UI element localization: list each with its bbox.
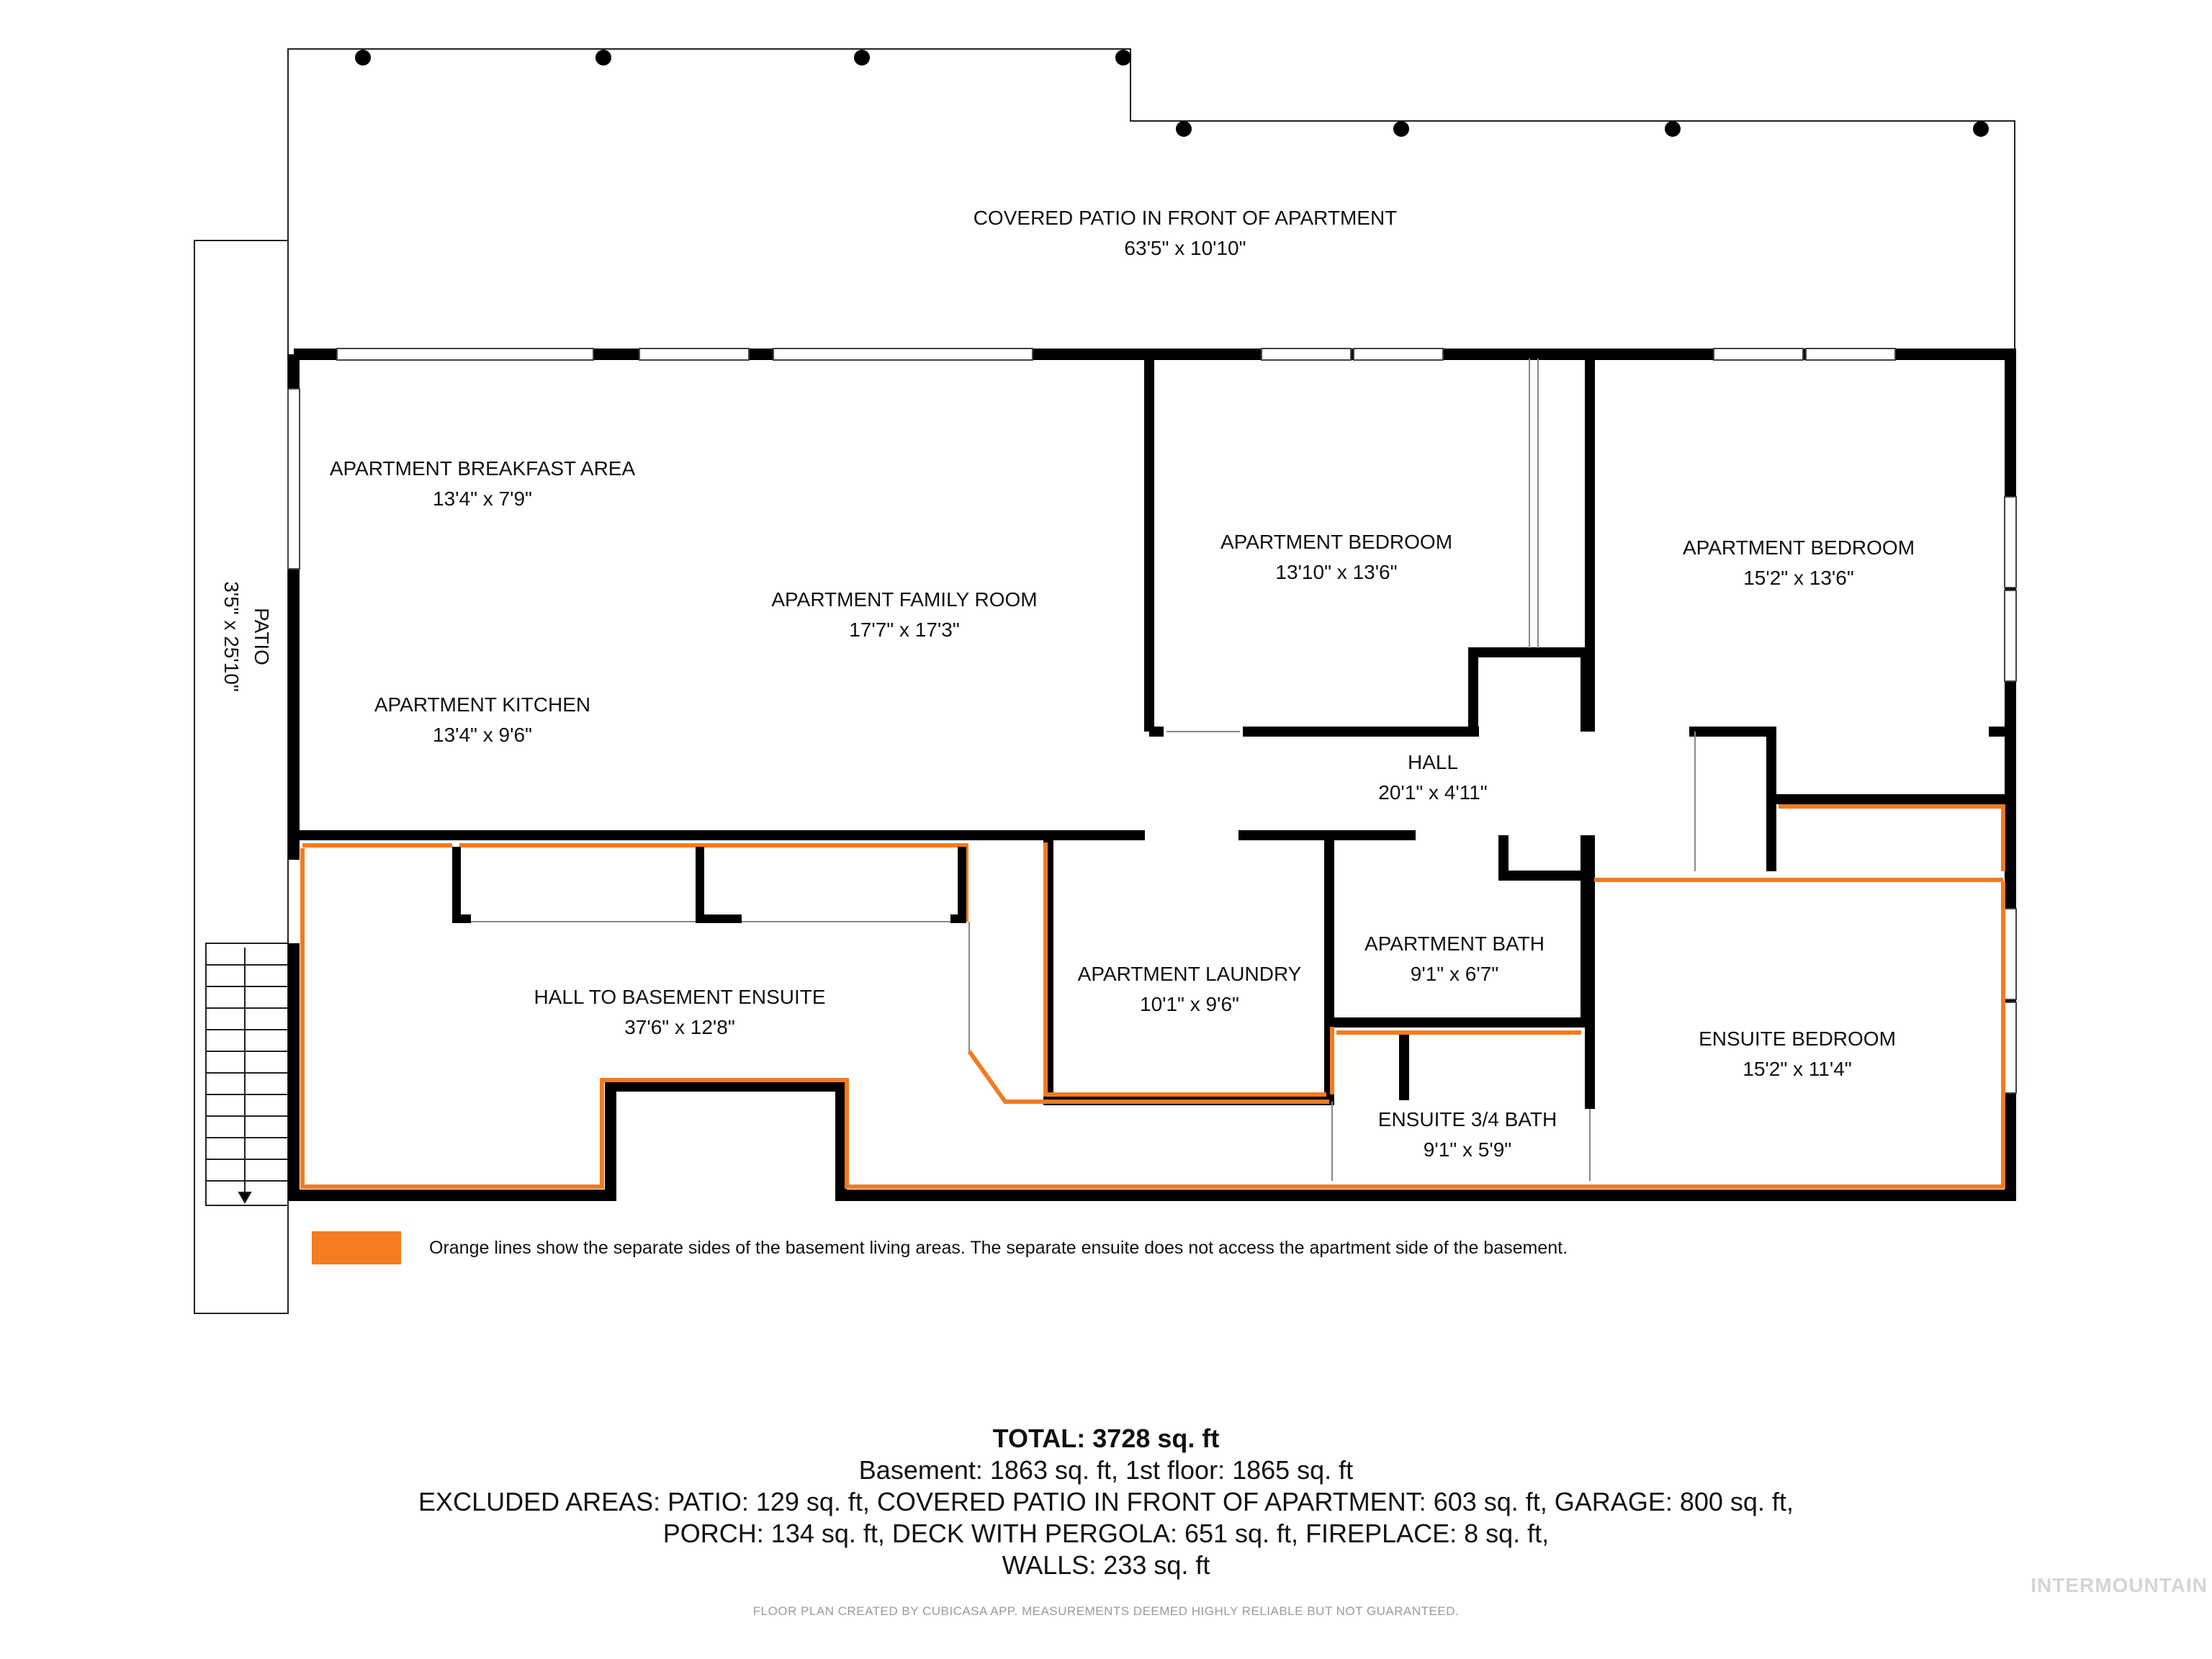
legend-swatch [312, 1231, 401, 1264]
room-kitchen: APARTMENT KITCHEN 13'4" x 9'6" [374, 690, 590, 750]
room-name: HALL TO BASEMENT ENSUITE [534, 986, 826, 1008]
room-name: APARTMENT BEDROOM [1682, 536, 1915, 559]
room-side-patio: PATIO 3'5" x 25'10" [216, 581, 276, 692]
room-dimensions: 15'2" x 11'4" [1743, 1058, 1852, 1080]
room-dimensions: 3'5" x 25'10" [220, 581, 243, 692]
door-openings [471, 359, 1696, 1181]
room-dimensions: 20'1" x 4'11" [1378, 781, 1488, 804]
room-dimensions: 37'6" x 12'8" [624, 1016, 735, 1038]
area-totals: TOTAL: 3728 sq. ft Basement: 1863 sq. ft… [0, 1423, 2212, 1581]
room-bedroom-2: APARTMENT BEDROOM 15'2" x 13'6" [1683, 533, 1915, 593]
room-name: APARTMENT LAUNDRY [1077, 963, 1302, 985]
watermark: INTERMOUNTAIN [2031, 1574, 2208, 1596]
room-name: APARTMENT BATH [1364, 932, 1545, 955]
room-dimensions: 63'5" x 10'10" [1124, 237, 1246, 259]
room-name: APARTMENT KITCHEN [374, 693, 591, 716]
room-ensuite-bath: ENSUITE 3/4 BATH 9'1" x 5'9" [1378, 1105, 1557, 1165]
room-name: APARTMENT BREAKFAST AREA [329, 457, 636, 480]
room-family-room: APARTMENT FAMILY ROOM 17'7" x 17'3" [771, 585, 1037, 645]
totals-line-3: PORCH: 134 sq. ft, DECK WITH PERGOLA: 65… [662, 1519, 1550, 1548]
room-name: ENSUITE BEDROOM [1699, 1028, 1896, 1050]
room-name: PATIO [251, 608, 273, 665]
room-breakfast-area: APARTMENT BREAKFAST AREA 13'4" x 7'9" [330, 454, 635, 514]
room-apartment-bath: APARTMENT BATH 9'1" x 6'7" [1364, 929, 1545, 989]
legend-text: Orange lines show the separate sides of … [429, 1238, 1568, 1258]
room-name: APARTMENT FAMILY ROOM [771, 588, 1038, 611]
windows [287, 348, 2017, 1094]
stairs [205, 943, 289, 1206]
room-dimensions: 13'10" x 13'6" [1275, 561, 1398, 583]
room-hall-basement-ensuite: HALL TO BASEMENT ENSUITE 37'6" x 12'8" [534, 982, 825, 1043]
room-covered-patio: COVERED PATIO IN FRONT OF APARTMENT 63'5… [974, 203, 1398, 264]
room-name: ENSUITE 3/4 BATH [1377, 1108, 1557, 1130]
room-dimensions: 10'1" x 9'6" [1139, 993, 1239, 1015]
side-patio-outline [194, 240, 289, 1314]
footer-disclaimer: FLOOR PLAN CREATED BY CUBICASA APP. MEAS… [752, 1604, 1460, 1618]
room-dimensions: 15'2" x 13'6" [1743, 567, 1854, 589]
room-ensuite-bedroom: ENSUITE BEDROOM 15'2" x 11'4" [1699, 1024, 1896, 1084]
room-hall: HALL 20'1" x 4'11" [1378, 747, 1487, 808]
kitchen-counters [452, 847, 966, 923]
interior-walls [294, 359, 2010, 1109]
room-laundry: APARTMENT LAUNDRY 10'1" x 9'6" [1078, 959, 1302, 1020]
totals-line-2: EXCLUDED AREAS: PATIO: 129 sq. ft, COVER… [418, 1487, 1794, 1516]
room-dimensions: 9'1" x 6'7" [1410, 963, 1499, 985]
room-name: APARTMENT BEDROOM [1220, 531, 1453, 553]
room-dimensions: 17'7" x 17'3" [849, 619, 960, 641]
covered-patio-outline [287, 48, 2015, 349]
room-name: HALL [1407, 751, 1459, 773]
patio-posts [355, 50, 1989, 137]
room-dimensions: 13'4" x 9'6" [432, 724, 532, 746]
room-name: COVERED PATIO IN FRONT OF APARTMENT [973, 207, 1398, 229]
separator-lines [300, 804, 2005, 1189]
total-area: TOTAL: 3728 sq. ft [992, 1424, 1220, 1453]
room-dimensions: 9'1" x 5'9" [1423, 1138, 1512, 1161]
room-bedroom-1: APARTMENT BEDROOM 13'10" x 13'6" [1220, 527, 1452, 588]
room-dimensions: 13'4" x 7'9" [433, 487, 532, 510]
totals-line-4: WALLS: 233 sq. ft [1002, 1550, 1210, 1580]
totals-line-1: Basement: 1863 sq. ft, 1st floor: 1865 s… [858, 1455, 1354, 1485]
